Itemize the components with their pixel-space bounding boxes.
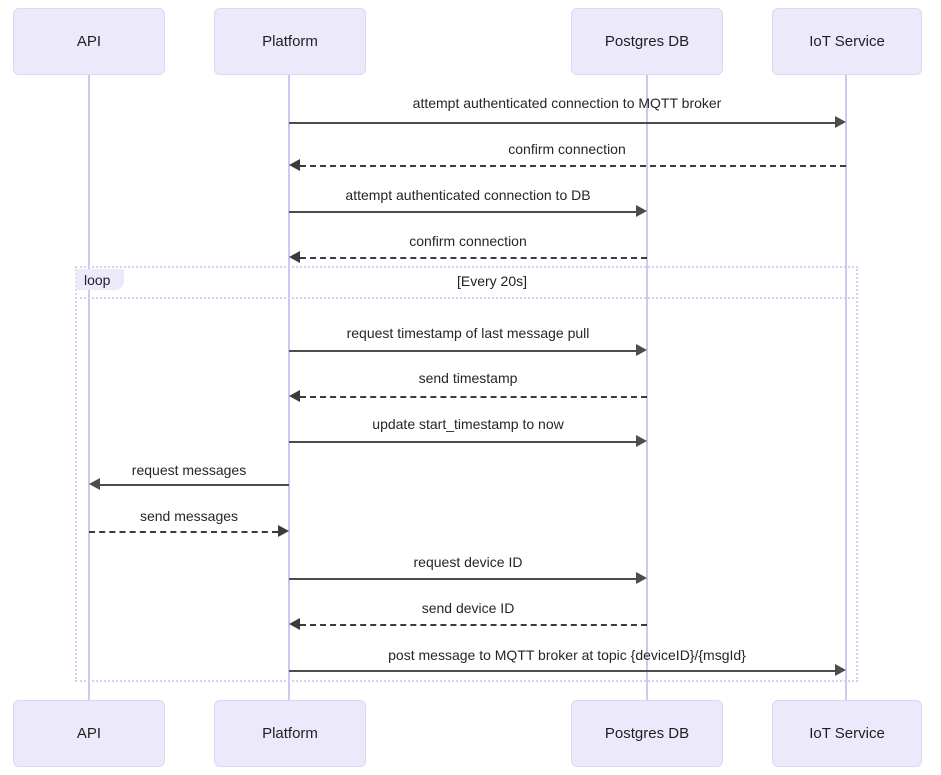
- message-line-m5: [289, 350, 636, 352]
- participant-db-top[interactable]: Postgres DB: [571, 8, 723, 75]
- message-line-m6: [300, 396, 647, 398]
- participant-platform-bottom[interactable]: Platform: [214, 700, 366, 767]
- loop-fragment-divider: [75, 297, 858, 299]
- loop-fragment-label: loop: [84, 271, 111, 288]
- message-line-m10: [289, 578, 636, 580]
- lifeline-iot: [845, 75, 847, 700]
- message-label-m10: request device ID: [413, 554, 523, 570]
- message-label-m4: confirm connection: [409, 233, 527, 249]
- participant-db-bottom[interactable]: Postgres DB: [571, 700, 723, 767]
- message-arrow-m8: [89, 478, 100, 490]
- message-line-m8: [100, 484, 289, 486]
- message-line-m1: [289, 122, 835, 124]
- message-line-m4: [300, 257, 647, 259]
- message-arrow-m3: [636, 205, 647, 217]
- participant-platform-top[interactable]: Platform: [214, 8, 366, 75]
- lifeline-db: [646, 75, 648, 700]
- message-arrow-m12: [835, 664, 846, 676]
- message-label-m12: post message to MQTT broker at topic {de…: [388, 647, 746, 663]
- message-arrow-m9: [278, 525, 289, 537]
- message-label-m2: confirm connection: [508, 141, 626, 157]
- lifeline-platform: [288, 75, 290, 700]
- message-label-m5: request timestamp of last message pull: [346, 325, 590, 341]
- message-label-m6: send timestamp: [418, 370, 518, 386]
- message-label-m1: attempt authenticated connection to MQTT…: [412, 95, 722, 111]
- message-arrow-m11: [289, 618, 300, 630]
- participant-api-top[interactable]: API: [13, 8, 165, 75]
- message-label-m3: attempt authenticated connection to DB: [345, 187, 591, 203]
- message-arrow-m10: [636, 572, 647, 584]
- message-label-m8: request messages: [131, 462, 247, 478]
- participant-iot-top[interactable]: IoT Service: [772, 8, 922, 75]
- message-line-m9: [89, 531, 278, 533]
- message-line-m2: [300, 165, 846, 167]
- message-label-m7: update start_timestamp to now: [372, 416, 564, 432]
- loop-fragment-condition: [Every 20s]: [456, 273, 528, 289]
- loop-fragment-label-tab: loop: [76, 269, 124, 290]
- message-line-m7: [289, 441, 636, 443]
- message-label-m9: send messages: [139, 508, 239, 524]
- message-line-m3: [289, 211, 636, 213]
- participant-api-bottom[interactable]: API: [13, 700, 165, 767]
- lifeline-api: [88, 75, 90, 700]
- message-arrow-m2: [289, 159, 300, 171]
- message-arrow-m5: [636, 344, 647, 356]
- message-label-m11: send device ID: [421, 600, 515, 616]
- message-arrow-m1: [835, 116, 846, 128]
- message-arrow-m4: [289, 251, 300, 263]
- message-arrow-m6: [289, 390, 300, 402]
- message-line-m12: [289, 670, 835, 672]
- message-line-m11: [300, 624, 647, 626]
- participant-iot-bottom[interactable]: IoT Service: [772, 700, 922, 767]
- message-arrow-m7: [636, 435, 647, 447]
